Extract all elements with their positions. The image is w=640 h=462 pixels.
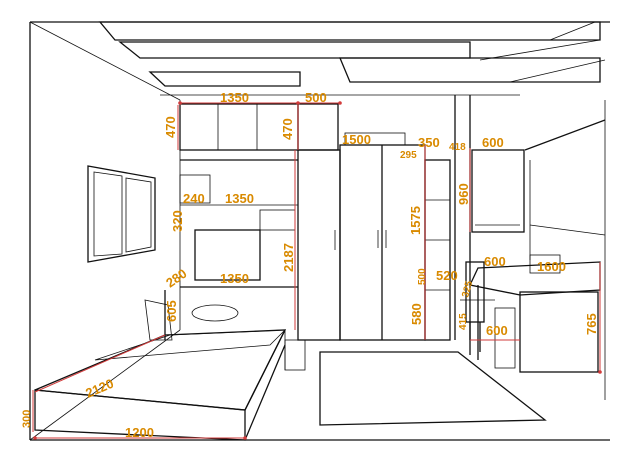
dim-bookcase-height: 580 — [409, 303, 424, 325]
ceiling-beams — [98, 21, 606, 96]
dim-cab-top-height: 470 — [163, 116, 178, 138]
right-wall — [524, 100, 606, 400]
dim-chair-b: 325 — [460, 279, 475, 298]
dim-desk-leg-width: 600 — [486, 323, 508, 338]
dim-bed-height: 300 — [21, 410, 33, 428]
upper-cabinets — [179, 103, 339, 151]
dim-wall-height: 2187 — [281, 243, 296, 272]
dim-upper-cab-width: 500 — [305, 90, 327, 105]
dim-shelf-c: 418 — [449, 142, 466, 153]
window — [87, 165, 156, 263]
dim-desk-height: 765 — [584, 313, 599, 335]
dim-upper-cab-height: 470 — [280, 118, 295, 140]
dim-bookcase-a: 500 — [417, 268, 428, 285]
dim-bench-width: 1350 — [220, 271, 249, 286]
dim-wardrobe-width: 1500 — [342, 132, 371, 147]
dimension-labels: 1350 470 500 470 1500 295 350 418 600 96… — [21, 90, 599, 440]
dim-cab-top-width: 1350 — [220, 90, 249, 105]
desk — [469, 254, 601, 373]
dim-left-shelf-height: 320 — [170, 210, 185, 232]
dim-desk-shelf-width: 1350 — [225, 191, 254, 206]
dim-shelf-a: 295 — [400, 150, 417, 161]
dim-right-cab-height: 960 — [456, 183, 471, 205]
chair — [460, 261, 495, 355]
shelf-unit — [179, 159, 298, 288]
bed — [34, 290, 306, 441]
right-wall-cabinet — [471, 149, 525, 233]
dim-shelf-b: 350 — [418, 135, 440, 150]
dim-headboard-height: 605 — [164, 300, 179, 322]
dim-bookcase-b: 520 — [436, 268, 458, 283]
bookshelf-column — [424, 95, 471, 341]
dim-bed-width: 1200 — [125, 425, 154, 440]
dim-right-cab-width: 600 — [482, 135, 504, 150]
dim-desk-depth: 600 — [484, 254, 506, 269]
dimension-lines — [32, 101, 602, 440]
dim-wardrobe-height: 1575 — [408, 206, 423, 235]
dim-left-shelf-depth: 240 — [183, 191, 205, 206]
wardrobe — [297, 132, 426, 341]
rug — [319, 351, 547, 426]
dim-desk-right: 1600 — [537, 259, 566, 274]
dim-chair-a: 415 — [458, 313, 469, 330]
